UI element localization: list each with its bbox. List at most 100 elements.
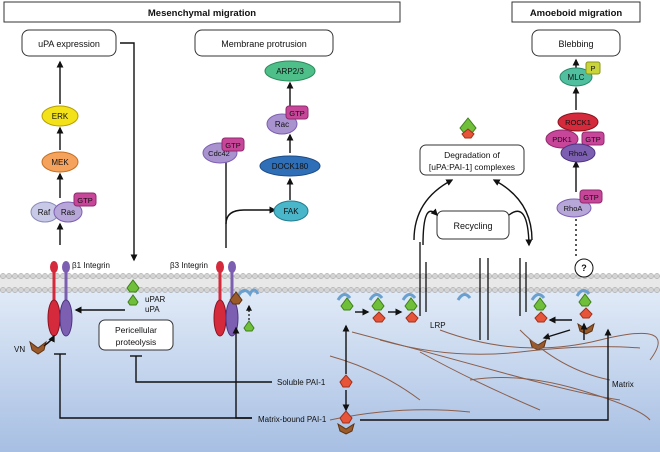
membrane-lipid-head: [138, 287, 144, 293]
membrane-lipid-head: [168, 273, 174, 279]
rac-label: Rac: [275, 120, 289, 129]
rac-gtp-label: GTP: [289, 109, 304, 118]
membrane-lipid-head: [324, 273, 330, 279]
trafficking-arrows: [413, 179, 533, 247]
membrane-lipid-head: [528, 287, 534, 293]
membrane-lipid-head: [486, 287, 492, 293]
membrane-lipid-head: [474, 273, 480, 279]
membrane-lipid-head: [318, 287, 324, 293]
membrane-lipid-head: [570, 287, 576, 293]
membrane-lipid-head: [0, 287, 6, 293]
membrane-lipid-head: [456, 273, 462, 279]
membrane-lipid-head: [654, 287, 660, 293]
membrane-lipid-head: [264, 287, 270, 293]
membrane-lipid-head: [78, 287, 84, 293]
membrane-lipid-head: [294, 287, 300, 293]
membrane-lipid-head: [210, 287, 216, 293]
matrix-label: Matrix: [612, 380, 634, 389]
erk-pathway: [56, 42, 138, 262]
membrane-lipid-head: [162, 287, 168, 293]
membrane-lipid-head: [396, 287, 402, 293]
membrane-lipid-head: [408, 273, 414, 279]
membrane-lipid-head: [564, 273, 570, 279]
pai1-regulation-arrows: [54, 324, 612, 421]
membrane-lipid-head: [102, 287, 108, 293]
membrane-lipid-head: [510, 287, 516, 293]
rhoa-lower-label: RhoA: [564, 204, 583, 213]
membrane-lipid-head: [198, 287, 204, 293]
arp23-label: ARP2/3: [276, 67, 304, 76]
membrane-lipid-head: [180, 287, 186, 293]
membrane-lipid-head: [624, 287, 630, 293]
membrane-lipid-head: [444, 287, 450, 293]
membrane-lipid-head: [654, 273, 660, 279]
membrane-lipid-head: [498, 287, 504, 293]
membrane-lipid-head: [330, 273, 336, 279]
membrane-lipid-head: [90, 273, 96, 279]
membrane-lipid-head: [36, 287, 42, 293]
membrane-lipid-head: [162, 273, 168, 279]
rock1-label: ROCK1: [565, 118, 591, 127]
membrane-lipid-head: [222, 287, 228, 293]
membrane-lipid-head: [120, 287, 126, 293]
blebbing-box: Blebbing: [531, 29, 621, 57]
membrane-lipid-head: [636, 273, 642, 279]
erk-label: ERK: [52, 112, 69, 121]
recycling-box: Recycling: [436, 210, 510, 240]
membrane-lipid-head: [384, 287, 390, 293]
mesenchymal-header: Mesenchymal migration: [3, 1, 401, 23]
degradation-label-2: [uPA:PAI-1] complexes: [429, 162, 515, 172]
membrane-lipid-head: [594, 287, 600, 293]
membrane-lipid-head: [522, 287, 528, 293]
matrix-fibers: [329, 329, 659, 421]
membrane-lipid-head: [390, 273, 396, 279]
lrp-receptor: [456, 293, 472, 301]
membrane-lipid-head: [276, 287, 282, 293]
rac-node: Rac GTP: [266, 105, 309, 135]
amoeboid-title: Amoeboid migration: [530, 8, 623, 19]
upar-complex-3: [401, 293, 419, 323]
membrane-lipid-head: [120, 273, 126, 279]
membrane-lipid-head: [258, 287, 264, 293]
membrane-lipid-head: [324, 287, 330, 293]
membrane-lipid-head: [156, 273, 162, 279]
membrane-lipid-head: [564, 287, 570, 293]
rhoa-upper-gtp-label: GTP: [585, 135, 600, 144]
membrane-lipid-head: [240, 273, 246, 279]
mek-node: MEK: [41, 151, 79, 173]
membrane-protrusion-box: Membrane protrusion: [194, 29, 334, 57]
membrane-lipid-head: [42, 273, 48, 279]
membrane-lipid-head: [234, 287, 240, 293]
ras-gtp-label: GTP: [77, 196, 92, 205]
membrane-lipid-head: [570, 273, 576, 279]
rhoa-upper-label: RhoA: [569, 149, 588, 158]
membrane-lipid-head: [234, 273, 240, 279]
membrane-lipid-head: [378, 273, 384, 279]
membrane-lipid-head: [540, 273, 546, 279]
membrane-lipid-head: [450, 273, 456, 279]
membrane-lipid-head: [558, 273, 564, 279]
membrane-lipid-head: [432, 287, 438, 293]
membrane-lipid-head: [300, 273, 306, 279]
cdc42-label: Cdc42: [208, 149, 230, 158]
membrane-lipid-head: [288, 273, 294, 279]
membrane-lipid-head: [600, 287, 606, 293]
membrane-lipid-head: [252, 273, 258, 279]
membrane-lipid-head: [408, 287, 414, 293]
membrane-lipid-head: [246, 273, 252, 279]
mek-label: MEK: [51, 158, 69, 167]
membrane-lipid-head: [270, 287, 276, 293]
membrane-lipid-head: [468, 273, 474, 279]
pericellular-label-1: Pericellular: [115, 325, 157, 335]
membrane-lipid-head: [42, 287, 48, 293]
membrane-lipid-head: [72, 273, 78, 279]
membrane-lipid-head: [450, 287, 456, 293]
vn-label: VN: [14, 345, 25, 354]
soluble-pai1-label: Soluble PAI-1: [277, 378, 326, 387]
membrane-lipid-head: [306, 287, 312, 293]
membrane-lipid-head: [150, 287, 156, 293]
membrane-lipid-head: [366, 287, 372, 293]
upa-expression-box: uPA expression: [21, 29, 117, 57]
recycling-label: Recycling: [453, 221, 492, 231]
degraded-complex: [459, 117, 477, 139]
